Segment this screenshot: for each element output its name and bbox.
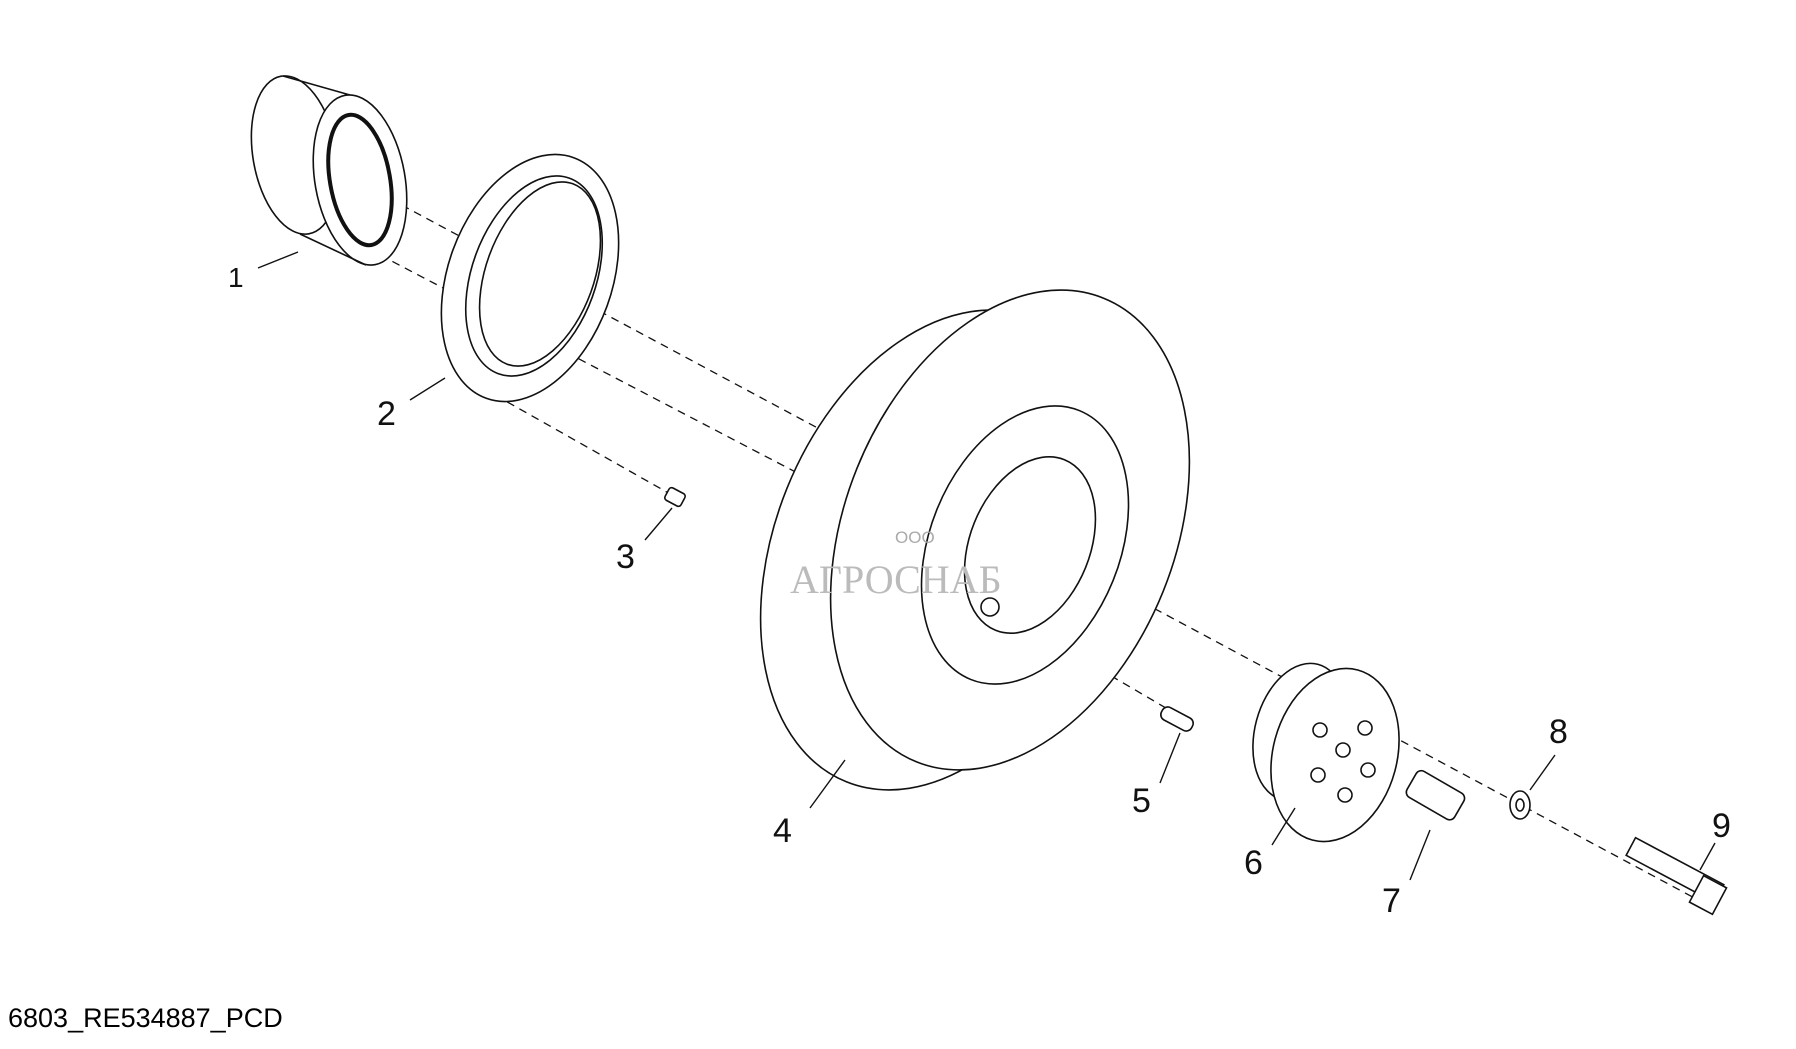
callout-9: 9 xyxy=(1712,807,1731,845)
watermark-prefix: ООО xyxy=(895,528,935,547)
callout-7: 7 xyxy=(1382,882,1401,920)
callout-3: 3 xyxy=(616,538,635,576)
callout-8: 8 xyxy=(1549,713,1568,751)
diagram-code: 6803_RE534887_PCD xyxy=(8,1003,283,1033)
part-4-damper-wheel xyxy=(759,289,1191,791)
part-6-pulley xyxy=(1252,662,1400,843)
callout-leaders xyxy=(257,251,1716,881)
part-9-bolt xyxy=(1625,836,1728,916)
callout-5: 5 xyxy=(1132,782,1151,820)
part-8-washer xyxy=(1509,790,1531,820)
watermark-text: АГРОСНАБ xyxy=(790,557,1002,602)
part-5-screw xyxy=(1160,706,1194,732)
part-1-hub xyxy=(250,75,408,266)
callout-2: 2 xyxy=(377,395,396,433)
callout-6: 6 xyxy=(1244,844,1263,882)
part-7-flange-bolt xyxy=(1405,769,1466,821)
callout-1: 1 xyxy=(228,262,244,293)
callout-4: 4 xyxy=(773,812,792,850)
part-2-housing-plate xyxy=(440,153,620,403)
part-3-screw xyxy=(664,486,686,508)
